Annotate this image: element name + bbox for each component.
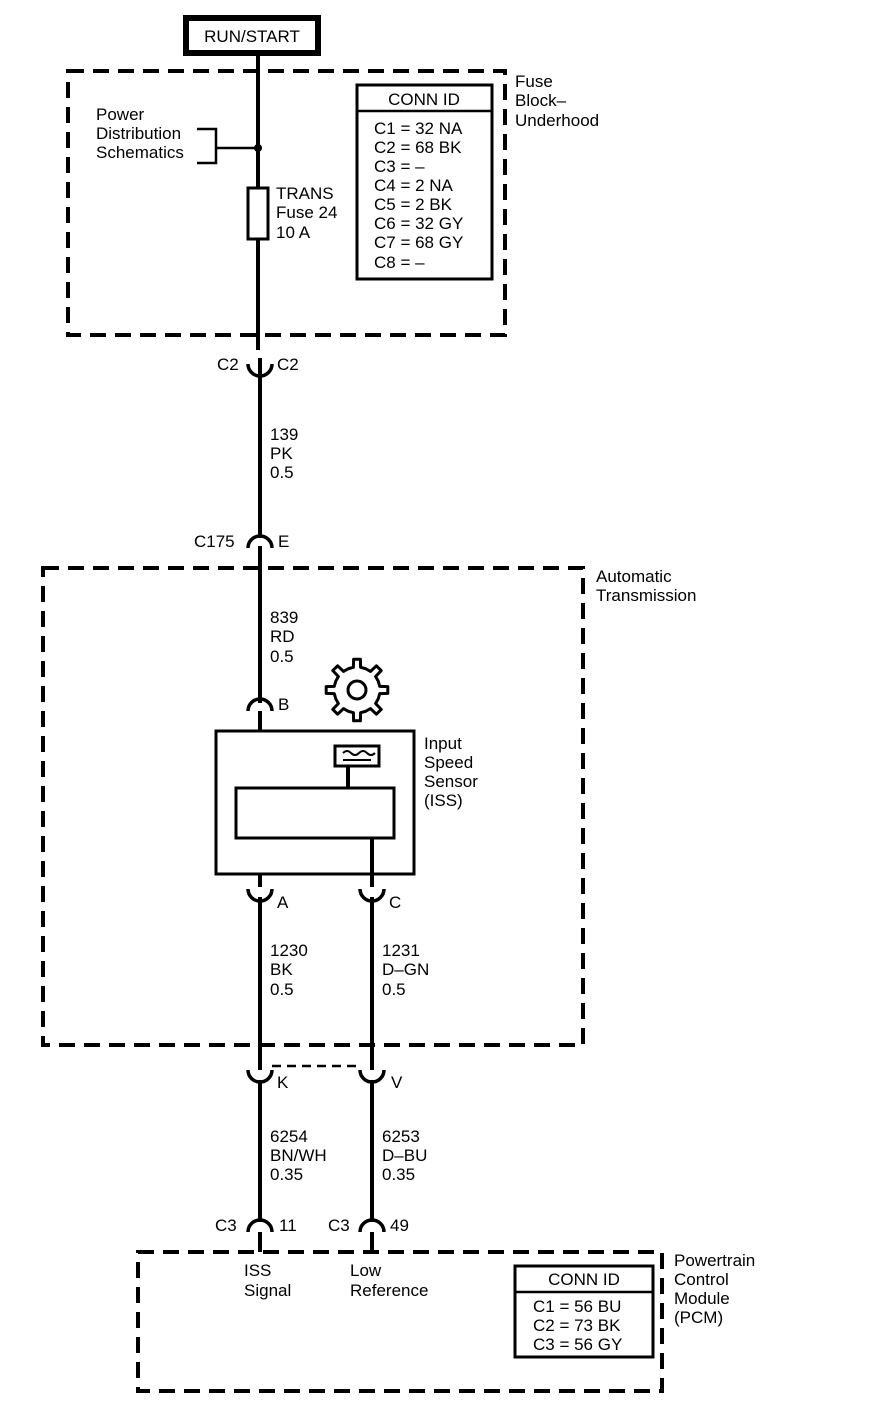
pcm-conn-id-table: CONN ID C1 = 56 BU C2 = 73 BK C3 = 56 GY xyxy=(513,1264,655,1359)
pin-b-label: B xyxy=(278,695,289,714)
power-source-label: RUN/START xyxy=(204,27,300,46)
pcm-title: Powertrain Control Module (PCM) xyxy=(674,1251,760,1327)
pcm-left-conn-label: C3 xyxy=(215,1216,237,1235)
power-distribution-bracket xyxy=(197,127,258,165)
c175-right-label: E xyxy=(278,532,289,551)
pin-c-label: C xyxy=(389,893,401,912)
iss-signal-label: ISS Signal xyxy=(244,1261,291,1300)
pin-a-connector xyxy=(246,888,274,903)
wire-6253-label: 6253 D–BU 0.35 xyxy=(382,1127,432,1184)
pin-k-label: K xyxy=(277,1073,289,1092)
low-reference-label: Low Reference xyxy=(350,1261,428,1300)
trans-fuse-24 xyxy=(246,186,270,241)
fuse-block-title: Fuse Block– Underhood xyxy=(515,72,599,130)
pin-a-label: A xyxy=(277,893,289,912)
c2-connector xyxy=(246,363,274,378)
pcm-right-conn-label: C3 xyxy=(328,1216,350,1235)
wire-839-label: 839 RD 0.5 xyxy=(270,608,303,666)
wire-1231-label: 1231 D–GN 0.5 xyxy=(382,941,434,999)
pcm-pin-11-connector xyxy=(246,1218,274,1233)
pin-v-connector xyxy=(358,1069,386,1084)
transmission-title: Automatic Transmission xyxy=(596,567,696,605)
sensor-element xyxy=(234,786,396,840)
pcm-boundary xyxy=(136,1250,664,1393)
wire-1230-label: 1230 BK 0.5 xyxy=(270,941,313,999)
c175-connector xyxy=(246,534,274,549)
sensor-icon xyxy=(333,744,381,768)
c2-left-label: C2 xyxy=(217,355,239,374)
pcm-right-pin-label: 49 xyxy=(390,1216,409,1235)
c2-right-label: C2 xyxy=(277,355,299,374)
pcm-left-pin-label: 11 xyxy=(279,1216,297,1235)
sensor-label: Input Speed Sensor (ISS) xyxy=(424,734,483,810)
c175-left-label: C175 xyxy=(194,532,235,551)
conn-id-title: CONN ID xyxy=(388,90,460,109)
pcm-conn-id-title: CONN ID xyxy=(548,1270,620,1289)
wire-6254-label: 6254 BN/WH 0.35 xyxy=(270,1127,331,1184)
transmission-boundary xyxy=(41,566,585,1047)
pin-v-label: V xyxy=(391,1073,403,1092)
power-source-box: RUN/START xyxy=(183,15,321,56)
pin-b-connector xyxy=(246,697,274,712)
conn-id-rows: C1 = 32 NA C2 = 68 BK C3 = – C4 = 2 NA C… xyxy=(374,119,468,272)
fuse-block-conn-id-table: CONN ID C1 = 32 NA C2 = 68 BK C3 = – C4 … xyxy=(355,83,494,281)
pin-k-connector xyxy=(246,1069,274,1084)
gear-icon xyxy=(324,657,390,723)
pcm-conn-id-rows: C1 = 56 BU C2 = 73 BK C3 = 56 GY xyxy=(533,1297,626,1354)
pin-c-connector xyxy=(358,888,386,903)
pcm-pin-49-connector xyxy=(358,1218,386,1233)
fuse-label: TRANS Fuse 24 10 A xyxy=(276,184,342,242)
power-distribution-label: Power Distribution Schematics xyxy=(96,105,186,162)
wire-139-label: 139 PK 0.5 xyxy=(270,425,303,482)
